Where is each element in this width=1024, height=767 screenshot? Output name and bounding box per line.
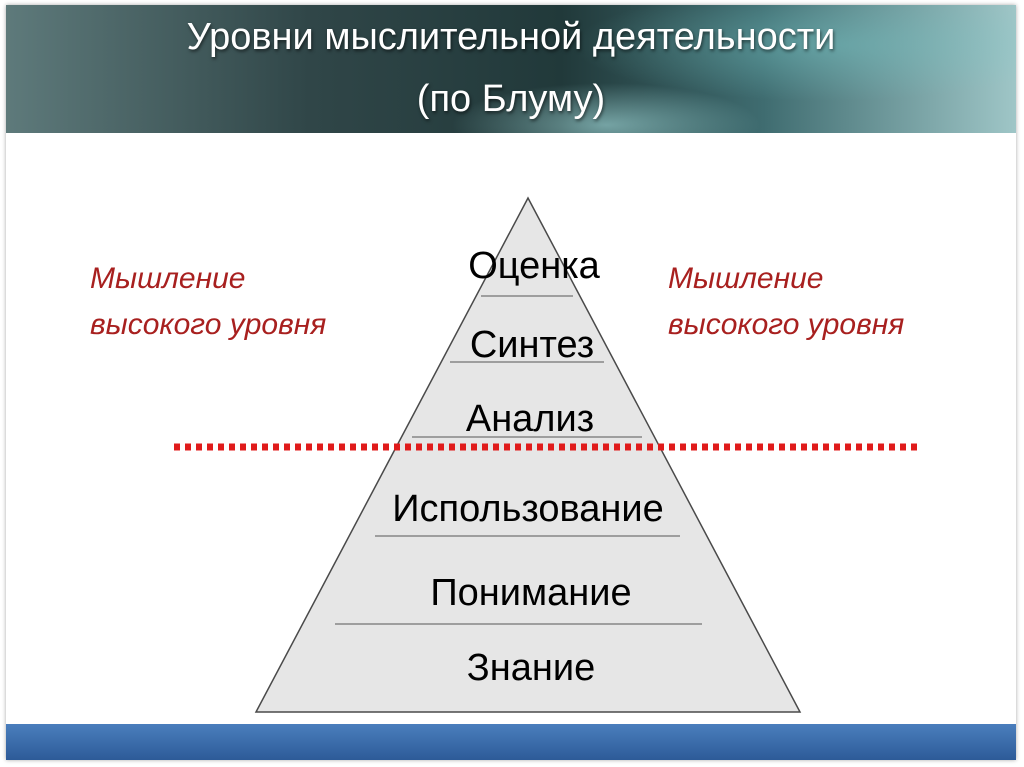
slide-subtitle: (по Блуму) — [416, 78, 606, 120]
right-label: Мышление высокого уровня — [668, 256, 904, 348]
pyramid-shape — [254, 196, 802, 713]
level-application: Использование — [392, 488, 664, 530]
level-evaluation: Оценка — [468, 245, 600, 287]
level-synthesis: Синтез — [470, 324, 594, 366]
left-label: Мышление высокого уровня — [90, 256, 326, 348]
level-knowledge: Знание — [467, 647, 595, 689]
header-band — [6, 5, 1016, 133]
left-label-line-1: Мышление — [90, 262, 246, 295]
slide-title: Уровни мыслительной деятельности — [186, 16, 836, 58]
right-label-line-1: Мышление — [668, 262, 824, 295]
level-comprehension: Понимание — [430, 572, 631, 614]
left-label-line-2: высокого уровня — [90, 308, 327, 341]
right-label-line-2: высокого уровня — [668, 308, 905, 341]
level-analysis: Анализ — [466, 398, 594, 440]
footer-bar — [6, 724, 1016, 760]
